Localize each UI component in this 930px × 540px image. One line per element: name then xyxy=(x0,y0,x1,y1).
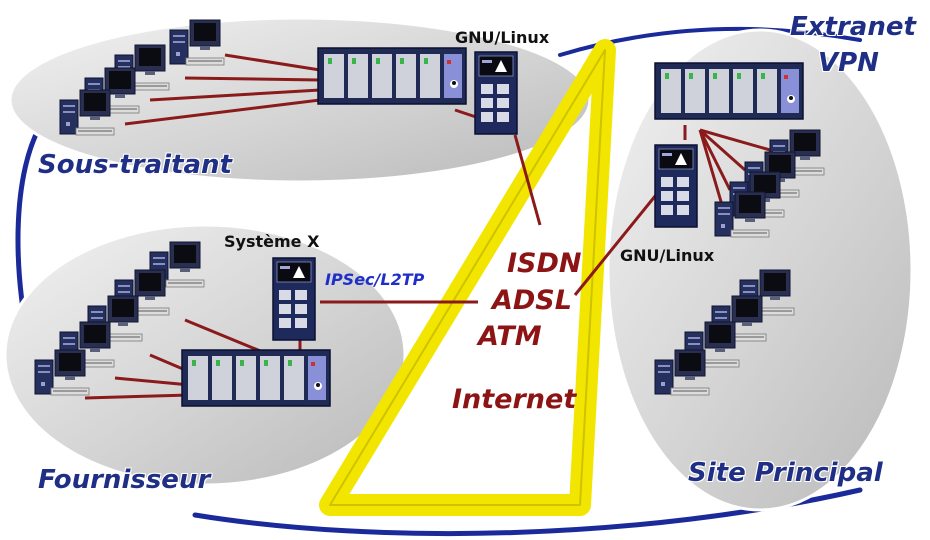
links-site-principal xyxy=(573,125,771,296)
ipsec-label: IPSec/L2TP xyxy=(325,270,425,289)
internet-label: Internet xyxy=(452,384,577,415)
sous-traitant-label: Sous-traitant xyxy=(38,150,232,180)
links-fournisseur xyxy=(84,300,478,400)
extranet-label: Extranet xyxy=(790,12,916,42)
isdn-label: ISDN xyxy=(507,248,582,279)
adsl-label: ADSL xyxy=(492,285,572,316)
router-icon xyxy=(272,257,316,341)
gnu-linux-top-label: GNU/Linux xyxy=(455,28,550,47)
hub-icon xyxy=(317,47,467,105)
site-principal-label: Site Principal xyxy=(688,458,883,488)
router-icon xyxy=(654,144,698,228)
vpn-label: VPN xyxy=(818,48,879,78)
hub-icon xyxy=(181,349,331,407)
router-icon xyxy=(474,51,518,135)
atm-label: ATM xyxy=(478,321,542,352)
hub-icon xyxy=(654,62,804,120)
gnu-linux-right-label: GNU/Linux xyxy=(620,246,715,265)
fournisseur-label: Fournisseur xyxy=(38,465,211,495)
systeme-x-label: Système X xyxy=(224,232,320,251)
